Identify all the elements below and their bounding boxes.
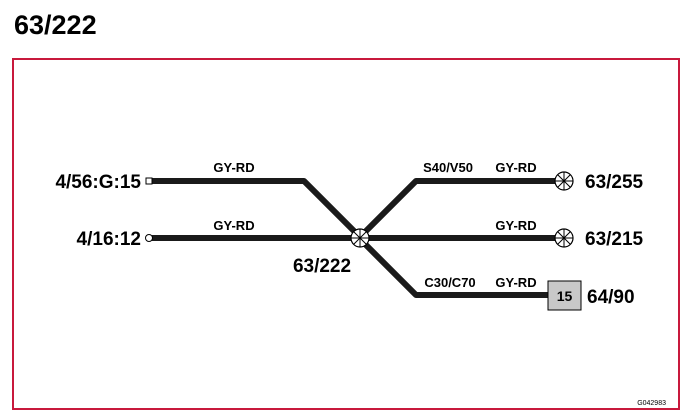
- connector-box-icon: [547, 280, 582, 311]
- connector-label-left-bottom: 4/16:12: [77, 229, 141, 250]
- connector-label-right-bottom: 64/90: [587, 287, 635, 308]
- terminal-pin-left-top: [145, 177, 153, 185]
- connector-label-right-middle: 63/215: [585, 229, 644, 250]
- connector-label-right-top: 63/255: [585, 172, 644, 193]
- model-label-top: S40/V50: [423, 160, 473, 175]
- lamp-icon-top: [554, 171, 574, 191]
- wire-color-right-bottom: GY-RD: [495, 275, 536, 290]
- terminal-pin-left-bottom: [145, 234, 153, 242]
- model-label-bottom: C30/C70: [424, 275, 475, 290]
- wire-color-left-top: GY-RD: [213, 160, 254, 175]
- lamp-icon-middle: [554, 228, 574, 248]
- wire-color-right-middle: GY-RD: [495, 218, 536, 233]
- connector-label-left-top: 4/56:G:15: [55, 172, 141, 193]
- wire-color-right-top: GY-RD: [495, 160, 536, 175]
- wire-left-top: [152, 178, 363, 240]
- splice-node-icon: [350, 228, 370, 248]
- diagram-frame: [12, 58, 680, 410]
- splice-label: 63/222: [293, 256, 351, 277]
- connector-box-number: 15: [557, 288, 573, 304]
- image-code: G042983: [637, 400, 666, 407]
- page-title: 63/222: [14, 10, 97, 40]
- wire-right-top: [357, 178, 558, 240]
- wire-right-bottom: [357, 236, 548, 298]
- wire-color-left-bottom: GY-RD: [213, 218, 254, 233]
